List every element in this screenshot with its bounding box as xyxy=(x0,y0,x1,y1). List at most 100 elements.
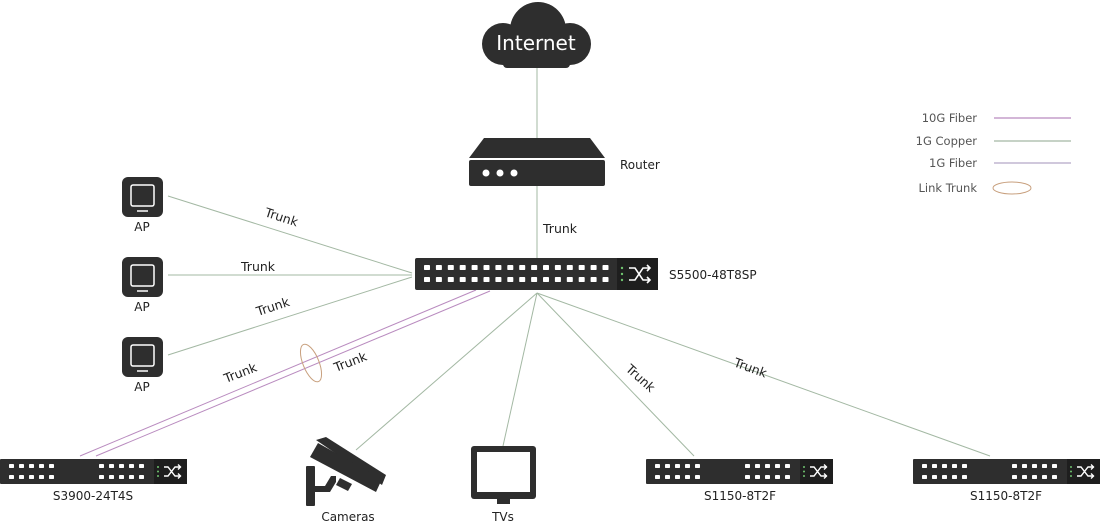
switch-port xyxy=(932,464,937,468)
switch-port xyxy=(665,464,670,468)
legend-label: 1G Copper xyxy=(916,134,978,148)
switch-port xyxy=(765,464,770,468)
switch-icon xyxy=(646,459,833,484)
switch-port xyxy=(109,464,114,468)
switch-port xyxy=(775,475,780,479)
switch-port xyxy=(49,464,54,468)
switch-port xyxy=(655,464,660,468)
switch-port xyxy=(471,277,478,282)
switch-port xyxy=(1052,464,1057,468)
switch-port xyxy=(685,464,690,468)
switch-port xyxy=(99,464,104,468)
tv-label: TVs xyxy=(491,510,514,524)
switch-port xyxy=(1052,475,1057,479)
switch-port xyxy=(675,475,680,479)
switch-port xyxy=(19,475,24,479)
switch-icon xyxy=(415,258,658,290)
switch-port xyxy=(129,464,134,468)
ap-node-3: AP xyxy=(122,337,163,394)
camera-node: Cameras xyxy=(306,437,386,524)
switch-port xyxy=(483,277,490,282)
legend-label: Link Trunk xyxy=(918,181,977,195)
switch-port xyxy=(745,475,750,479)
switch-port xyxy=(590,265,597,270)
switch-port xyxy=(471,265,478,270)
s3900-switch-node: S3900-24T4S xyxy=(0,459,187,503)
switch-port xyxy=(665,475,670,479)
legend-swatch-ellipse xyxy=(992,181,1032,195)
switch-port xyxy=(566,265,573,270)
switch-port xyxy=(785,475,790,479)
camera-label: Cameras xyxy=(321,510,374,524)
switch-port xyxy=(578,265,585,270)
switch-port xyxy=(655,475,660,479)
trunk-label-ap3: Trunk xyxy=(253,294,292,319)
switch-port xyxy=(495,277,502,282)
switch-port xyxy=(952,475,957,479)
switch-port xyxy=(119,464,124,468)
switch-port xyxy=(543,265,549,270)
tv-node: TVs xyxy=(471,446,536,524)
line-core-s1150-a xyxy=(536,292,695,457)
router-icon xyxy=(469,138,605,186)
switch-port xyxy=(922,475,927,479)
tv-icon xyxy=(471,446,536,504)
trunk-label-ap1: Trunk xyxy=(262,204,301,229)
switch-port xyxy=(543,277,549,282)
access-point-icon xyxy=(122,337,163,377)
s1150-switch-label-2: S1150-8T2F xyxy=(970,489,1042,503)
switch-port xyxy=(119,475,124,479)
switch-port xyxy=(1032,464,1037,468)
line-s3900-core-a xyxy=(79,289,477,457)
switch-port xyxy=(447,277,454,282)
switch-port xyxy=(459,277,466,282)
switch-icon xyxy=(0,459,187,484)
trunk-label-s1150-b: Trunk xyxy=(731,354,770,380)
camera-icon xyxy=(306,437,386,506)
switch-port xyxy=(139,475,144,479)
access-point-icon xyxy=(122,177,163,217)
ap-label-1: AP xyxy=(134,220,149,234)
switch-port xyxy=(602,277,609,282)
switch-port xyxy=(745,464,750,468)
switch-port xyxy=(424,265,430,270)
switch-port xyxy=(495,265,502,270)
switch-port xyxy=(9,464,14,468)
trunk-label-router: Trunk xyxy=(542,221,578,236)
s1150-switch-node-1: S1150-8T2F xyxy=(646,459,833,503)
s1150-switch-node-2: S1150-8T2F xyxy=(913,459,1100,503)
switch-port xyxy=(109,475,114,479)
switch-port xyxy=(962,464,967,468)
switch-port xyxy=(519,265,526,270)
switch-port xyxy=(775,464,780,468)
switch-port xyxy=(1012,475,1017,479)
switch-port xyxy=(785,464,790,468)
switch-port xyxy=(435,265,442,270)
switch-port xyxy=(29,475,34,479)
internet-node: Internet xyxy=(482,2,591,68)
switch-port xyxy=(507,277,514,282)
ap-label-3: AP xyxy=(134,380,149,394)
switch-port xyxy=(942,475,947,479)
switch-port xyxy=(922,464,927,468)
switch-port xyxy=(483,265,490,270)
internet-label: Internet xyxy=(496,31,576,55)
switch-port xyxy=(554,277,561,282)
switch-port xyxy=(507,265,514,270)
switch-port xyxy=(1032,475,1037,479)
switch-port xyxy=(554,265,561,270)
line-ap3-core xyxy=(167,276,413,356)
trunk-label-s3900-b: Trunk xyxy=(331,348,370,375)
core-switch-node: S5500-48T8SP xyxy=(415,258,757,290)
switch-port xyxy=(424,277,430,282)
s1150-switch-label-1: S1150-8T2F xyxy=(704,489,776,503)
access-point-icon xyxy=(122,257,163,297)
switch-port xyxy=(29,464,34,468)
switch-port xyxy=(39,464,44,468)
switch-port xyxy=(1042,464,1047,468)
switch-port xyxy=(578,277,585,282)
core-switch-label: S5500-48T8SP xyxy=(669,268,757,282)
trunk-label-s3900-a: Trunk xyxy=(221,359,260,386)
